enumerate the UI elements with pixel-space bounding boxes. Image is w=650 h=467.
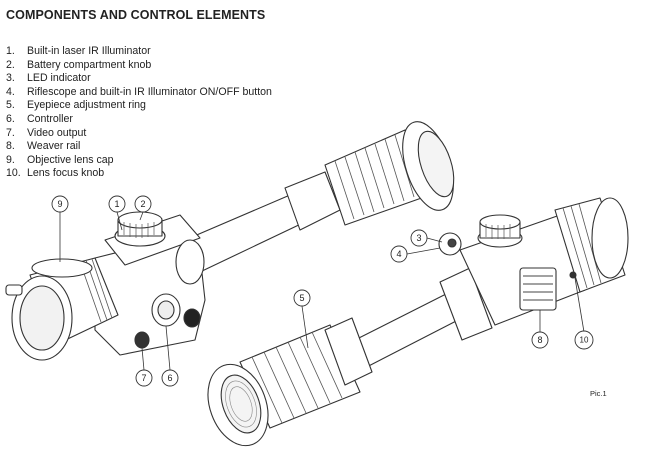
illuminator-lens <box>175 239 205 285</box>
callout-4 <box>390 245 408 263</box>
list-item: 1.Built-in laser IR Illuminator <box>6 45 151 57</box>
callout-7 <box>135 369 153 387</box>
svg-text:8: 8 <box>537 335 542 345</box>
callout-2 <box>134 195 152 213</box>
callout-8 <box>531 331 549 349</box>
list-item: 4.Riflescope and built-in IR Illuminator… <box>6 85 272 98</box>
callout-9 <box>51 195 69 213</box>
list-item: 6.Controller <box>6 112 73 125</box>
list-item: 3.LED indicator <box>6 72 91 85</box>
page-title: COMPONENTS AND CONTROL ELEMENTS <box>6 8 266 22</box>
svg-text:1: 1 <box>114 199 119 209</box>
side-knob <box>183 308 201 328</box>
svg-text:3: 3 <box>416 233 421 243</box>
svg-text:4: 4 <box>396 249 401 259</box>
list-item: 5.Eyepiece adjustment ring <box>6 99 146 112</box>
callout-1 <box>108 195 126 213</box>
lens-cap-clip <box>5 284 23 296</box>
list-item: 2.Battery compartment knob <box>6 58 152 71</box>
led-indicator <box>447 238 457 248</box>
svg-text:10: 10 <box>580 336 589 345</box>
components-list: 1.Built-in laser IR Illuminator 2.Batter… <box>6 45 272 181</box>
weaver-rail <box>519 267 557 311</box>
svg-text:5: 5 <box>299 293 304 303</box>
list-item: 9.Objective lens cap <box>6 153 114 166</box>
callout-10 <box>574 330 594 350</box>
callout-5 <box>293 289 311 307</box>
video-output <box>134 331 150 349</box>
focus-knob <box>569 271 577 279</box>
callout-6 <box>161 369 179 387</box>
svg-text:9: 9 <box>57 199 62 209</box>
list-item: 8.Weaver rail <box>6 140 81 153</box>
svg-text:7: 7 <box>141 373 146 383</box>
svg-text:6: 6 <box>167 373 172 383</box>
scope-right-collar <box>439 267 493 341</box>
scope-right-lens <box>591 197 629 279</box>
list-item: 10.Lens focus knob <box>6 167 105 180</box>
lens-cap-lid <box>31 258 93 278</box>
list-item: 7.Video output <box>6 126 87 139</box>
figure-caption: Pic.1 <box>590 389 607 398</box>
svg-text:2: 2 <box>140 199 145 209</box>
scope-right-eyepiece-collar <box>324 317 373 386</box>
callout-3 <box>410 229 428 247</box>
